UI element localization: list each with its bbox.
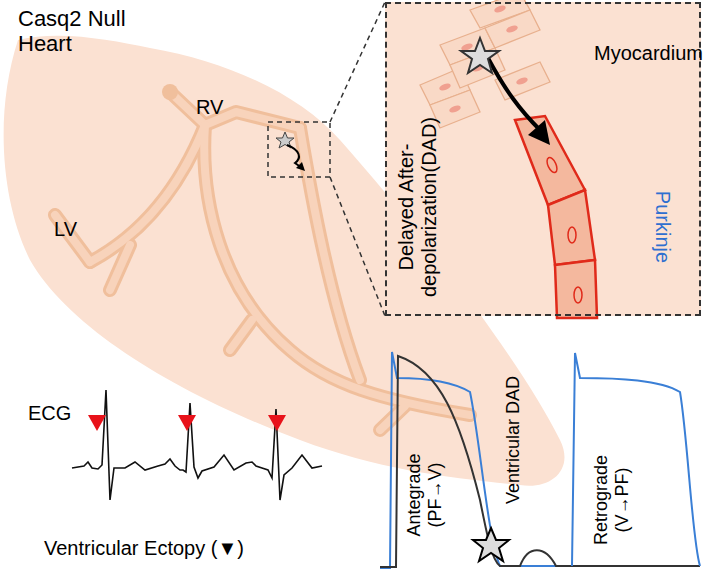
action-potential-traces <box>380 352 700 568</box>
ventricle-label: RV <box>196 96 223 119</box>
zoom-region <box>268 122 330 177</box>
ecg-trace <box>72 390 322 500</box>
ap-label: Retrograde (V→PF) <box>591 440 632 560</box>
ap-label: Ventricular DAD <box>503 376 524 504</box>
inset-panel: Delayed After- depolarization(DAD) Myocar… <box>385 2 701 316</box>
star-symbol <box>276 132 294 148</box>
dad-label: Delayed After- depolarization(DAD) <box>395 105 441 310</box>
ectopy-marker <box>88 415 286 431</box>
tissue-label: Myocardium <box>594 42 703 65</box>
purkinje-cells <box>515 116 597 318</box>
ecg-caption: Ventricular Ectopy (▼) <box>44 537 244 560</box>
cell-nuclei <box>438 4 528 114</box>
zoom-leader <box>330 177 385 316</box>
propagation-arrow <box>488 58 540 130</box>
ecg-label: ECG <box>28 402 71 425</box>
zoom-leader <box>330 2 385 122</box>
myocardium-cells <box>420 0 550 128</box>
figure-title: Casq2 Null Heart <box>18 6 128 57</box>
tissue-label: Purkinje <box>651 191 674 263</box>
ap-label: Antegrade (PF→V) <box>404 440 445 550</box>
star-symbol <box>461 38 499 73</box>
arrow-head <box>296 162 305 171</box>
star-symbol <box>473 528 509 561</box>
arrow-head <box>528 120 550 145</box>
his-node <box>162 84 178 100</box>
ventricle-label: LV <box>54 218 77 241</box>
